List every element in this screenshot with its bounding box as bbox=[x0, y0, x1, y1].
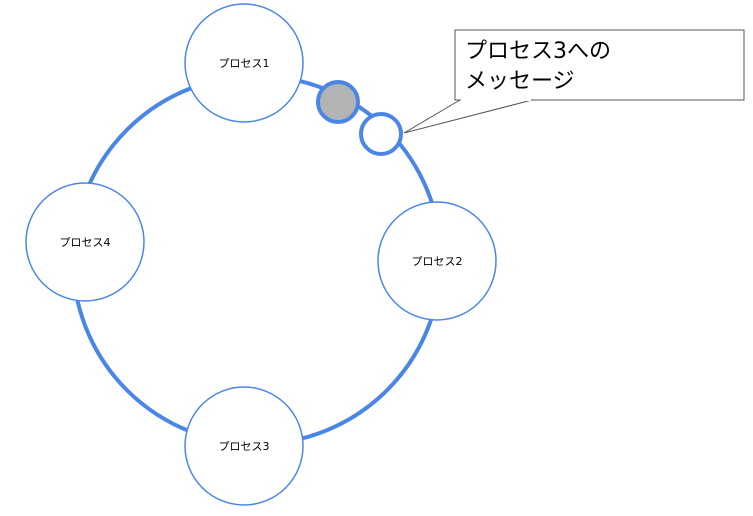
process-node-1-circle bbox=[184, 3, 304, 123]
process-node-2-label: プロセス2 bbox=[412, 255, 463, 268]
process-node-2: プロセス2 bbox=[377, 201, 497, 321]
token-filled bbox=[316, 80, 360, 124]
process-node-3: プロセス3 bbox=[184, 386, 304, 506]
callout-pointer bbox=[403, 99, 533, 134]
message-callout: プロセス3への メッセージ bbox=[403, 29, 745, 134]
process-node-4-circle bbox=[25, 182, 145, 302]
token-empty bbox=[359, 112, 403, 156]
process-node-3-circle bbox=[184, 386, 304, 506]
process-node-2-circle bbox=[377, 201, 497, 321]
callout-box bbox=[454, 29, 745, 101]
callout-line-2: メッセージ bbox=[465, 69, 575, 94]
process-node-3-label: プロセス3 bbox=[219, 440, 270, 453]
process-node-4-label: プロセス4 bbox=[60, 236, 111, 249]
callout-line-1: プロセス3への bbox=[465, 39, 611, 64]
process-node-4: プロセス4 bbox=[25, 182, 145, 302]
process-node-1-label: プロセス1 bbox=[219, 57, 270, 70]
process-node-1: プロセス1 bbox=[184, 3, 304, 123]
